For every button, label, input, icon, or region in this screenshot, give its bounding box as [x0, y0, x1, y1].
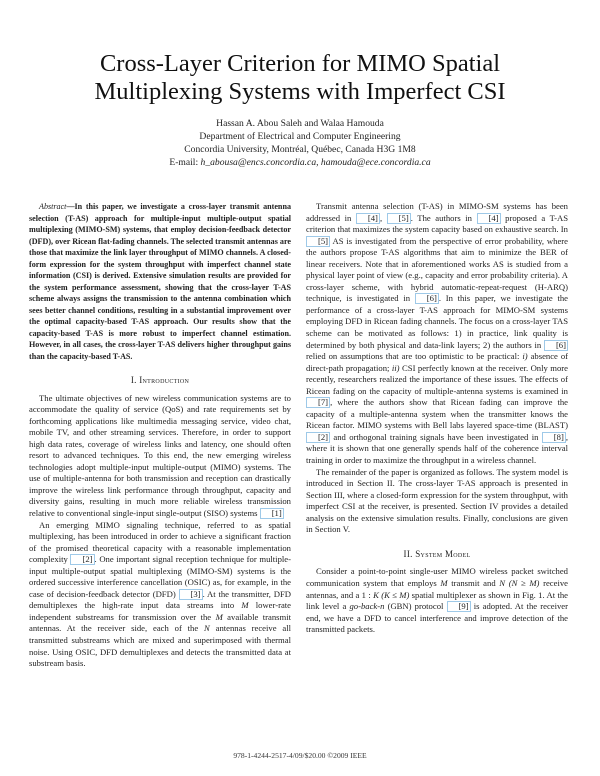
- paragraph-text: spatial multiplexer as shown in Fig. 1. …: [306, 589, 569, 612]
- citation-link[interactable]: [5]: [386, 212, 411, 224]
- abstract-label: Abstract: [39, 202, 67, 211]
- paragraph-text: lower-rate independent substreams for tr…: [29, 600, 291, 622]
- paragraph-text: proposed a T-AS criterion that maximizes…: [306, 212, 568, 235]
- system-model-paragraph-1: Consider a point-to-point single-user MI…: [306, 566, 568, 635]
- paragraph-text: and orthogonal training signals have bee…: [330, 431, 542, 442]
- emphasis-text: go-back-n: [349, 601, 385, 612]
- left-column: Abstract—In this paper, we investigate a…: [29, 201, 291, 670]
- citation-link[interactable]: [2]: [70, 554, 95, 566]
- section-number: II.: [403, 548, 416, 559]
- paragraph-text: . In this paper, we investigate the perf…: [306, 293, 568, 350]
- paragraph-text: is adopted. At the receiver end, we have…: [306, 601, 569, 635]
- list-marker: i): [522, 351, 528, 362]
- citation-link[interactable]: [6]: [414, 293, 439, 305]
- section-title: System Model: [415, 548, 471, 559]
- citation-link[interactable]: [4]: [355, 212, 380, 224]
- list-marker: ii): [391, 362, 400, 373]
- paragraph-text: AS is investigated from the perspective …: [306, 235, 568, 304]
- paragraph-text: , where it is shown that one generally s…: [306, 431, 568, 466]
- paragraph-text: transmit and: [447, 577, 500, 588]
- citation-link[interactable]: [2]: [306, 431, 331, 443]
- citation-link[interactable]: [9]: [446, 601, 471, 613]
- author-names: Hassan A. Abou Saleh and Walaa Hamouda: [216, 118, 384, 129]
- paragraph-text: ,: [379, 212, 387, 223]
- math-symbol: M: [241, 600, 249, 611]
- paragraph-text: (GBN) protocol: [384, 601, 447, 612]
- intro-paragraph-3: Transmit antenna selection (T-AS) in MIM…: [306, 201, 568, 467]
- paragraph-text: receive antennas, and a 1 :: [306, 577, 568, 600]
- section-number: I.: [130, 375, 140, 385]
- math-expression: K (K ≤ M): [373, 589, 410, 600]
- section-heading-system-model: II. System Model: [306, 549, 568, 561]
- title-line-2: Multiplexing Systems with Imperfect CSI: [94, 78, 506, 105]
- email-line: E-mail: h_abousa@encs.concordia.ca, hamo…: [0, 156, 600, 169]
- citation-link[interactable]: [4]: [476, 212, 501, 224]
- paragraph-text: The ultimate objectives of new wireless …: [29, 392, 291, 519]
- intro-paragraph-4: The remainder of the paper is organized …: [306, 466, 568, 535]
- math-symbol: N: [204, 623, 210, 634]
- affiliation: Concordia University, Montréal, Québec, …: [184, 144, 416, 155]
- intro-paragraph-1: The ultimate objectives of new wireless …: [29, 393, 291, 520]
- author-block: Hassan A. Abou Saleh and Walaa Hamouda D…: [0, 117, 600, 169]
- paragraph-text: An emerging MIMO signaling technique, re…: [29, 519, 291, 565]
- abstract-text: —In this paper, we investigate a cross-l…: [29, 202, 291, 361]
- paragraph-text: Transmit antenna selection (T-AS) in MIM…: [306, 201, 568, 223]
- department: Department of Electrical and Computer En…: [199, 131, 401, 142]
- paragraph-text: absence of direct-path propagation;: [306, 351, 569, 373]
- email-addresses[interactable]: h_abousa@encs.concordia.ca, hamouda@ece.…: [200, 157, 431, 168]
- paragraph-text: . One important signal reception techniq…: [29, 554, 291, 599]
- math-symbol: M: [215, 611, 223, 622]
- paragraph-text: antennas receive all transmitted substre…: [29, 623, 291, 669]
- paragraph-text: , where the authors show that Ricean fad…: [306, 397, 568, 431]
- intro-paragraph-2: An emerging MIMO signaling technique, re…: [29, 520, 291, 670]
- section-heading-introduction: I. Introduction: [29, 375, 291, 387]
- citation-link[interactable]: [6]: [543, 339, 568, 351]
- citation-link[interactable]: [5]: [306, 235, 331, 247]
- paragraph-text: . The authors in: [410, 212, 477, 223]
- paper-title: Cross-Layer Criterion for MIMO Spatial M…: [0, 50, 600, 106]
- title-line-1: Cross-Layer Criterion for MIMO Spatial: [99, 50, 501, 77]
- citation-link[interactable]: [3]: [178, 588, 203, 600]
- paragraph-text: relied on assumptions that are too optim…: [306, 351, 523, 362]
- copyright-footer: 978-1-4244-2517-4/09/$20.00 ©2009 IEEE: [233, 751, 367, 760]
- section-title: Introduction: [139, 375, 190, 385]
- citation-link[interactable]: [8]: [541, 431, 566, 443]
- math-symbol: M: [440, 577, 448, 588]
- math-expression: N (N ≥ M): [499, 577, 540, 588]
- citation-link[interactable]: [7]: [306, 397, 331, 409]
- citation-link[interactable]: [1]: [259, 508, 284, 520]
- right-column: Transmit antenna selection (T-AS) in MIM…: [306, 201, 568, 636]
- paragraph-text: CSI perfectly known at the receiver. Onl…: [306, 362, 569, 396]
- abstract: Abstract—In this paper, we investigate a…: [29, 201, 291, 362]
- email-label: E-mail:: [169, 157, 201, 168]
- paragraph-text: Consider a point-to-point single-user MI…: [306, 566, 568, 588]
- paragraph-text: available transmit antennas. At the rece…: [29, 611, 291, 634]
- paragraph-text: . At the transmitter, DFD demultiplexes …: [29, 588, 291, 611]
